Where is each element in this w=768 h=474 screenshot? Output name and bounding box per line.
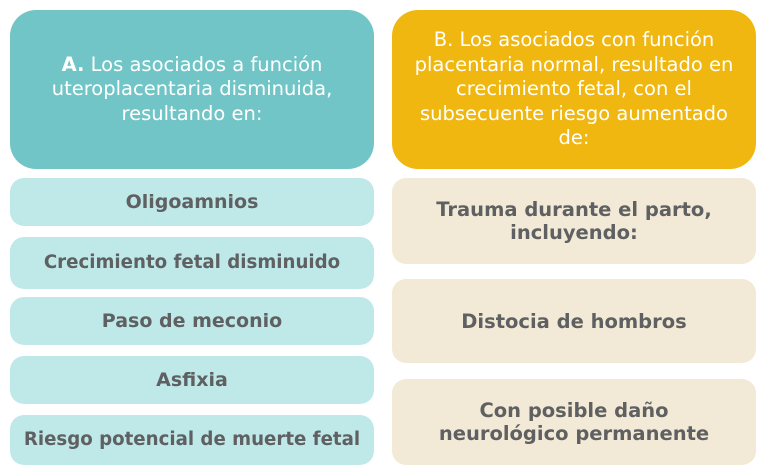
column-a-item-oligoamnios: Oligoamnios bbox=[10, 178, 374, 226]
column-b-item-trauma: Trauma durante el parto, incluyendo: bbox=[392, 178, 756, 264]
column-a-item-label: Crecimiento fetal disminuido bbox=[43, 252, 341, 274]
column-a-item-asfixia: Asfixia bbox=[10, 356, 374, 404]
column-b-item-dano-neurologico: Con posible daño neurológico permanente bbox=[392, 379, 756, 465]
column-a-item-label: Oligoamnios bbox=[125, 190, 259, 213]
column-a-item-crecimiento: Crecimiento fetal disminuido bbox=[10, 237, 374, 289]
column-a-item-meconio: Paso de meconio bbox=[10, 297, 374, 345]
column-a-item-label: Paso de meconio bbox=[101, 309, 283, 332]
column-b-item-distocia: Distocia de hombros bbox=[392, 279, 756, 363]
column-a-header-content: A. Los asociados a función uteroplacenta… bbox=[28, 53, 356, 127]
column-b-item-label: Distocia de hombros bbox=[461, 309, 687, 333]
column-b-item-label: Trauma durante el parto, incluyendo: bbox=[436, 198, 712, 244]
column-a-item-label: Asfixia bbox=[156, 368, 228, 391]
column-a-item-label: Riesgo potencial de muerte fetal bbox=[23, 429, 361, 451]
column-a-header: A. Los asociados a función uteroplacenta… bbox=[10, 10, 374, 169]
column-b-item-label: Con posible daño neurológico permanente bbox=[438, 399, 710, 445]
column-a-header-letter: A. bbox=[61, 52, 85, 76]
column-a-header-text: Los asociados a función uteroplacentaria… bbox=[51, 52, 333, 125]
column-b-header-text: B. Los asociados con función placentaria… bbox=[414, 28, 734, 150]
column-a-item-muerte-fetal: Riesgo potencial de muerte fetal bbox=[10, 415, 374, 465]
column-b-header: B. Los asociados con función placentaria… bbox=[392, 10, 756, 169]
